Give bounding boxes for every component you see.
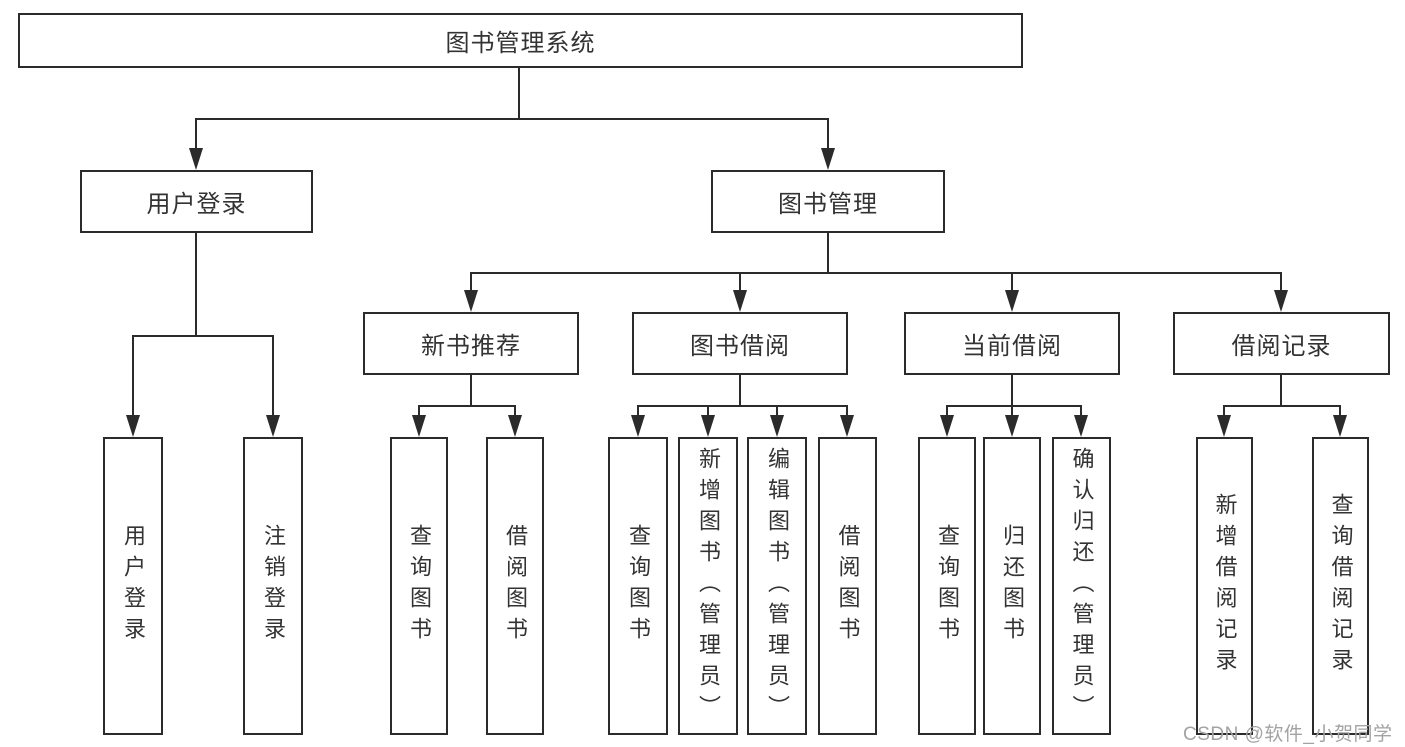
connector-stem-records (1280, 272, 1282, 294)
arrowhead-query-recommend (412, 415, 426, 437)
node-logout: 注销登录 (243, 437, 303, 735)
node-label: 查询图书 (407, 524, 432, 648)
arrowhead-borrow (733, 290, 747, 312)
connector-recommend-hline (418, 405, 516, 407)
arrowhead-current (1005, 290, 1019, 312)
node-label: 新增图书（管理员） (696, 446, 721, 726)
arrowhead-add-record (1217, 415, 1231, 437)
node-user-login: 用户登录 (80, 170, 313, 233)
node-confirm-return-admin: 确认归还（管理员） (1052, 437, 1111, 735)
node-label: 新书推荐 (421, 333, 521, 360)
connector-stem-logout-leaf (272, 335, 274, 419)
node-book-management: 图书管理 (711, 170, 945, 233)
connector-records-vline (1280, 375, 1282, 407)
connector-stem-borrow-books (846, 405, 848, 419)
arrowhead-add-books (701, 415, 715, 437)
connector-stem-borrow (739, 272, 741, 294)
arrowhead-borrow-books (840, 415, 854, 437)
connector-root-hline (196, 118, 829, 120)
connector-borrow-hline (637, 405, 848, 407)
connector-user-login-hline (132, 335, 274, 337)
connector-stem-add-books (707, 405, 709, 419)
arrowhead-edit-books (770, 415, 784, 437)
node-label: 确认归还（管理员） (1069, 446, 1095, 726)
node-label: 图书管理 (778, 191, 878, 218)
arrowhead-borrow-recommend (508, 415, 522, 437)
node-book-management-system: 图书管理系统 (18, 13, 1023, 68)
node-borrow-books: 借阅图书 (818, 437, 877, 735)
connector-stem-confirm-return (1080, 405, 1082, 419)
node-label: 编辑图书（管理员） (765, 446, 790, 726)
arrowhead-query-borrow (631, 415, 645, 437)
node-query-books-current: 查询图书 (918, 437, 976, 735)
node-borrow-records: 借阅记录 (1173, 312, 1390, 375)
connector-borrow-vline (739, 375, 741, 407)
connector-stem-query-current (946, 405, 948, 419)
node-add-borrow-record: 新增借阅记录 (1196, 437, 1253, 735)
connector-stem-query-recommend (418, 405, 420, 419)
node-label: 图书管理系统 (445, 30, 596, 57)
connector-book-management-vline (827, 233, 829, 274)
node-label: 新增借阅记录 (1212, 493, 1238, 679)
node-label: 当前借阅 (962, 333, 1062, 360)
connector-root-vline (518, 68, 520, 119)
node-edit-books-admin: 编辑图书（管理员） (747, 437, 807, 735)
connector-stem-return-books (1011, 405, 1013, 419)
node-label: 用户登录 (121, 524, 146, 648)
node-query-books-borrow: 查询图书 (608, 437, 668, 735)
arrowhead-user-login (189, 148, 203, 170)
connector-records-hline (1223, 405, 1341, 407)
node-query-borrow-record: 查询借阅记录 (1312, 437, 1369, 735)
connector-stem-book-management (827, 118, 829, 151)
connector-stem-query-borrow (637, 405, 639, 419)
connector-user-login-vline (195, 233, 197, 337)
node-label: 查询图书 (626, 524, 651, 648)
node-user-login-leaf: 用户登录 (103, 437, 163, 735)
arrowhead-recommend (464, 290, 478, 312)
connector-stem-edit-books (776, 405, 778, 419)
node-label: 借阅记录 (1231, 333, 1332, 360)
csdn-watermark: CSDN @软件_小贺同学 (1183, 724, 1393, 745)
connector-stem-query-record (1339, 405, 1341, 419)
connector-current-vline (1011, 375, 1013, 407)
connector-current-hline (946, 405, 1082, 407)
node-label: 图书借阅 (690, 333, 790, 360)
connector-stem-current (1011, 272, 1013, 294)
connector-stem-login-leaf (132, 335, 134, 419)
arrowhead-query-record (1333, 415, 1347, 437)
connector-recommend-vline (470, 375, 472, 407)
connector-level3-hline (470, 272, 1282, 274)
node-return-books: 归还图书 (983, 437, 1041, 735)
connector-stem-add-record (1223, 405, 1225, 419)
arrowhead-logout-leaf (266, 415, 280, 437)
node-label: 借阅图书 (835, 524, 861, 648)
connector-stem-user-login (195, 118, 197, 151)
node-borrow-books-recommend: 借阅图书 (486, 437, 544, 735)
arrowhead-records (1274, 290, 1288, 312)
arrowhead-confirm-return (1074, 415, 1088, 437)
node-new-book-recommend: 新书推荐 (363, 312, 579, 375)
node-book-borrow: 图书借阅 (632, 312, 848, 375)
connector-stem-recommend (470, 272, 472, 294)
arrowhead-login-leaf (126, 415, 140, 437)
node-label: 归还图书 (1000, 524, 1025, 648)
node-label: 用户登录 (146, 191, 247, 218)
node-label: 注销登录 (261, 524, 286, 648)
arrowhead-book-management (821, 148, 835, 170)
node-label: 借阅图书 (503, 524, 528, 648)
arrowhead-return-books (1005, 415, 1019, 437)
node-add-books-admin: 新增图书（管理员） (678, 437, 738, 735)
connector-stem-borrow-recommend (514, 405, 516, 419)
node-current-borrow: 当前借阅 (904, 312, 1120, 375)
node-label: 查询借阅记录 (1328, 493, 1354, 679)
node-label: 查询图书 (935, 524, 960, 648)
arrowhead-query-current (940, 415, 954, 437)
node-query-books-recommend: 查询图书 (390, 437, 448, 735)
